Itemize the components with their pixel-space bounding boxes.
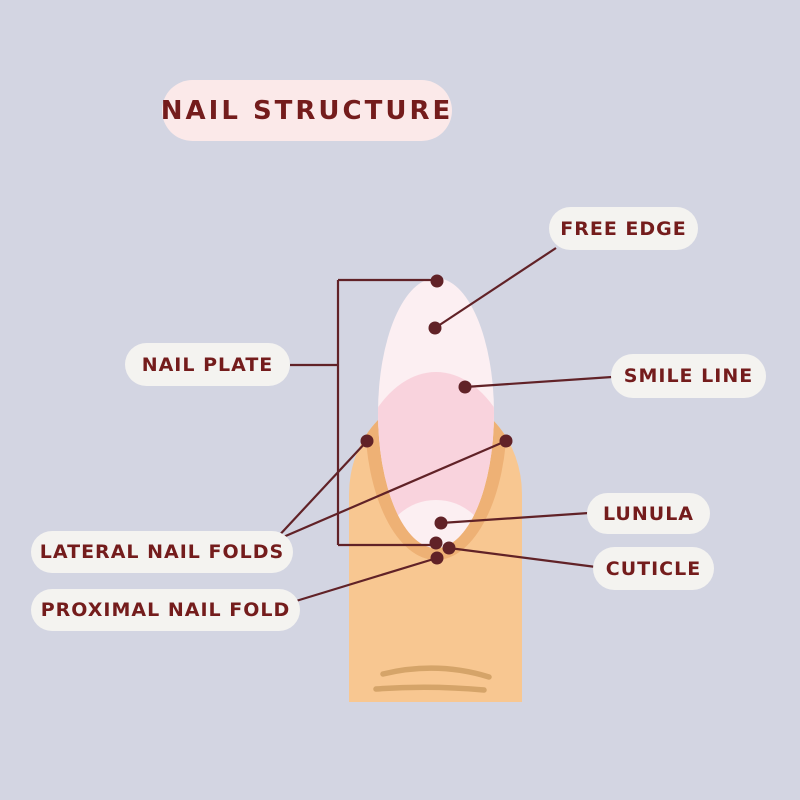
title-pill: NAIL STRUCTURE [160,80,454,141]
label-free-edge: FREE EDGE [549,207,698,250]
label-lunula-text: LUNULA [603,502,694,525]
label-lateral-nail-folds: LATERAL NAIL FOLDS [31,531,293,573]
label-lunula: LUNULA [587,493,710,534]
label-cuticle: CUTICLE [593,547,714,590]
label-proximal-nail-fold: PROXIMAL NAIL FOLD [31,589,300,631]
nail [378,278,494,548]
label-nail-plate: NAIL PLATE [125,343,290,386]
page-title: NAIL STRUCTURE [160,95,454,126]
label-nail-plate-text: NAIL PLATE [141,353,274,376]
label-smile-line: SMILE LINE [611,354,766,398]
label-lateral-nail-folds-text: LATERAL NAIL FOLDS [39,541,285,563]
label-smile-line-text: SMILE LINE [623,365,754,387]
label-proximal-nail-fold-text: PROXIMAL NAIL FOLD [40,599,291,621]
label-free-edge-text: FREE EDGE [560,217,687,240]
label-cuticle-text: CUTICLE [605,557,702,580]
